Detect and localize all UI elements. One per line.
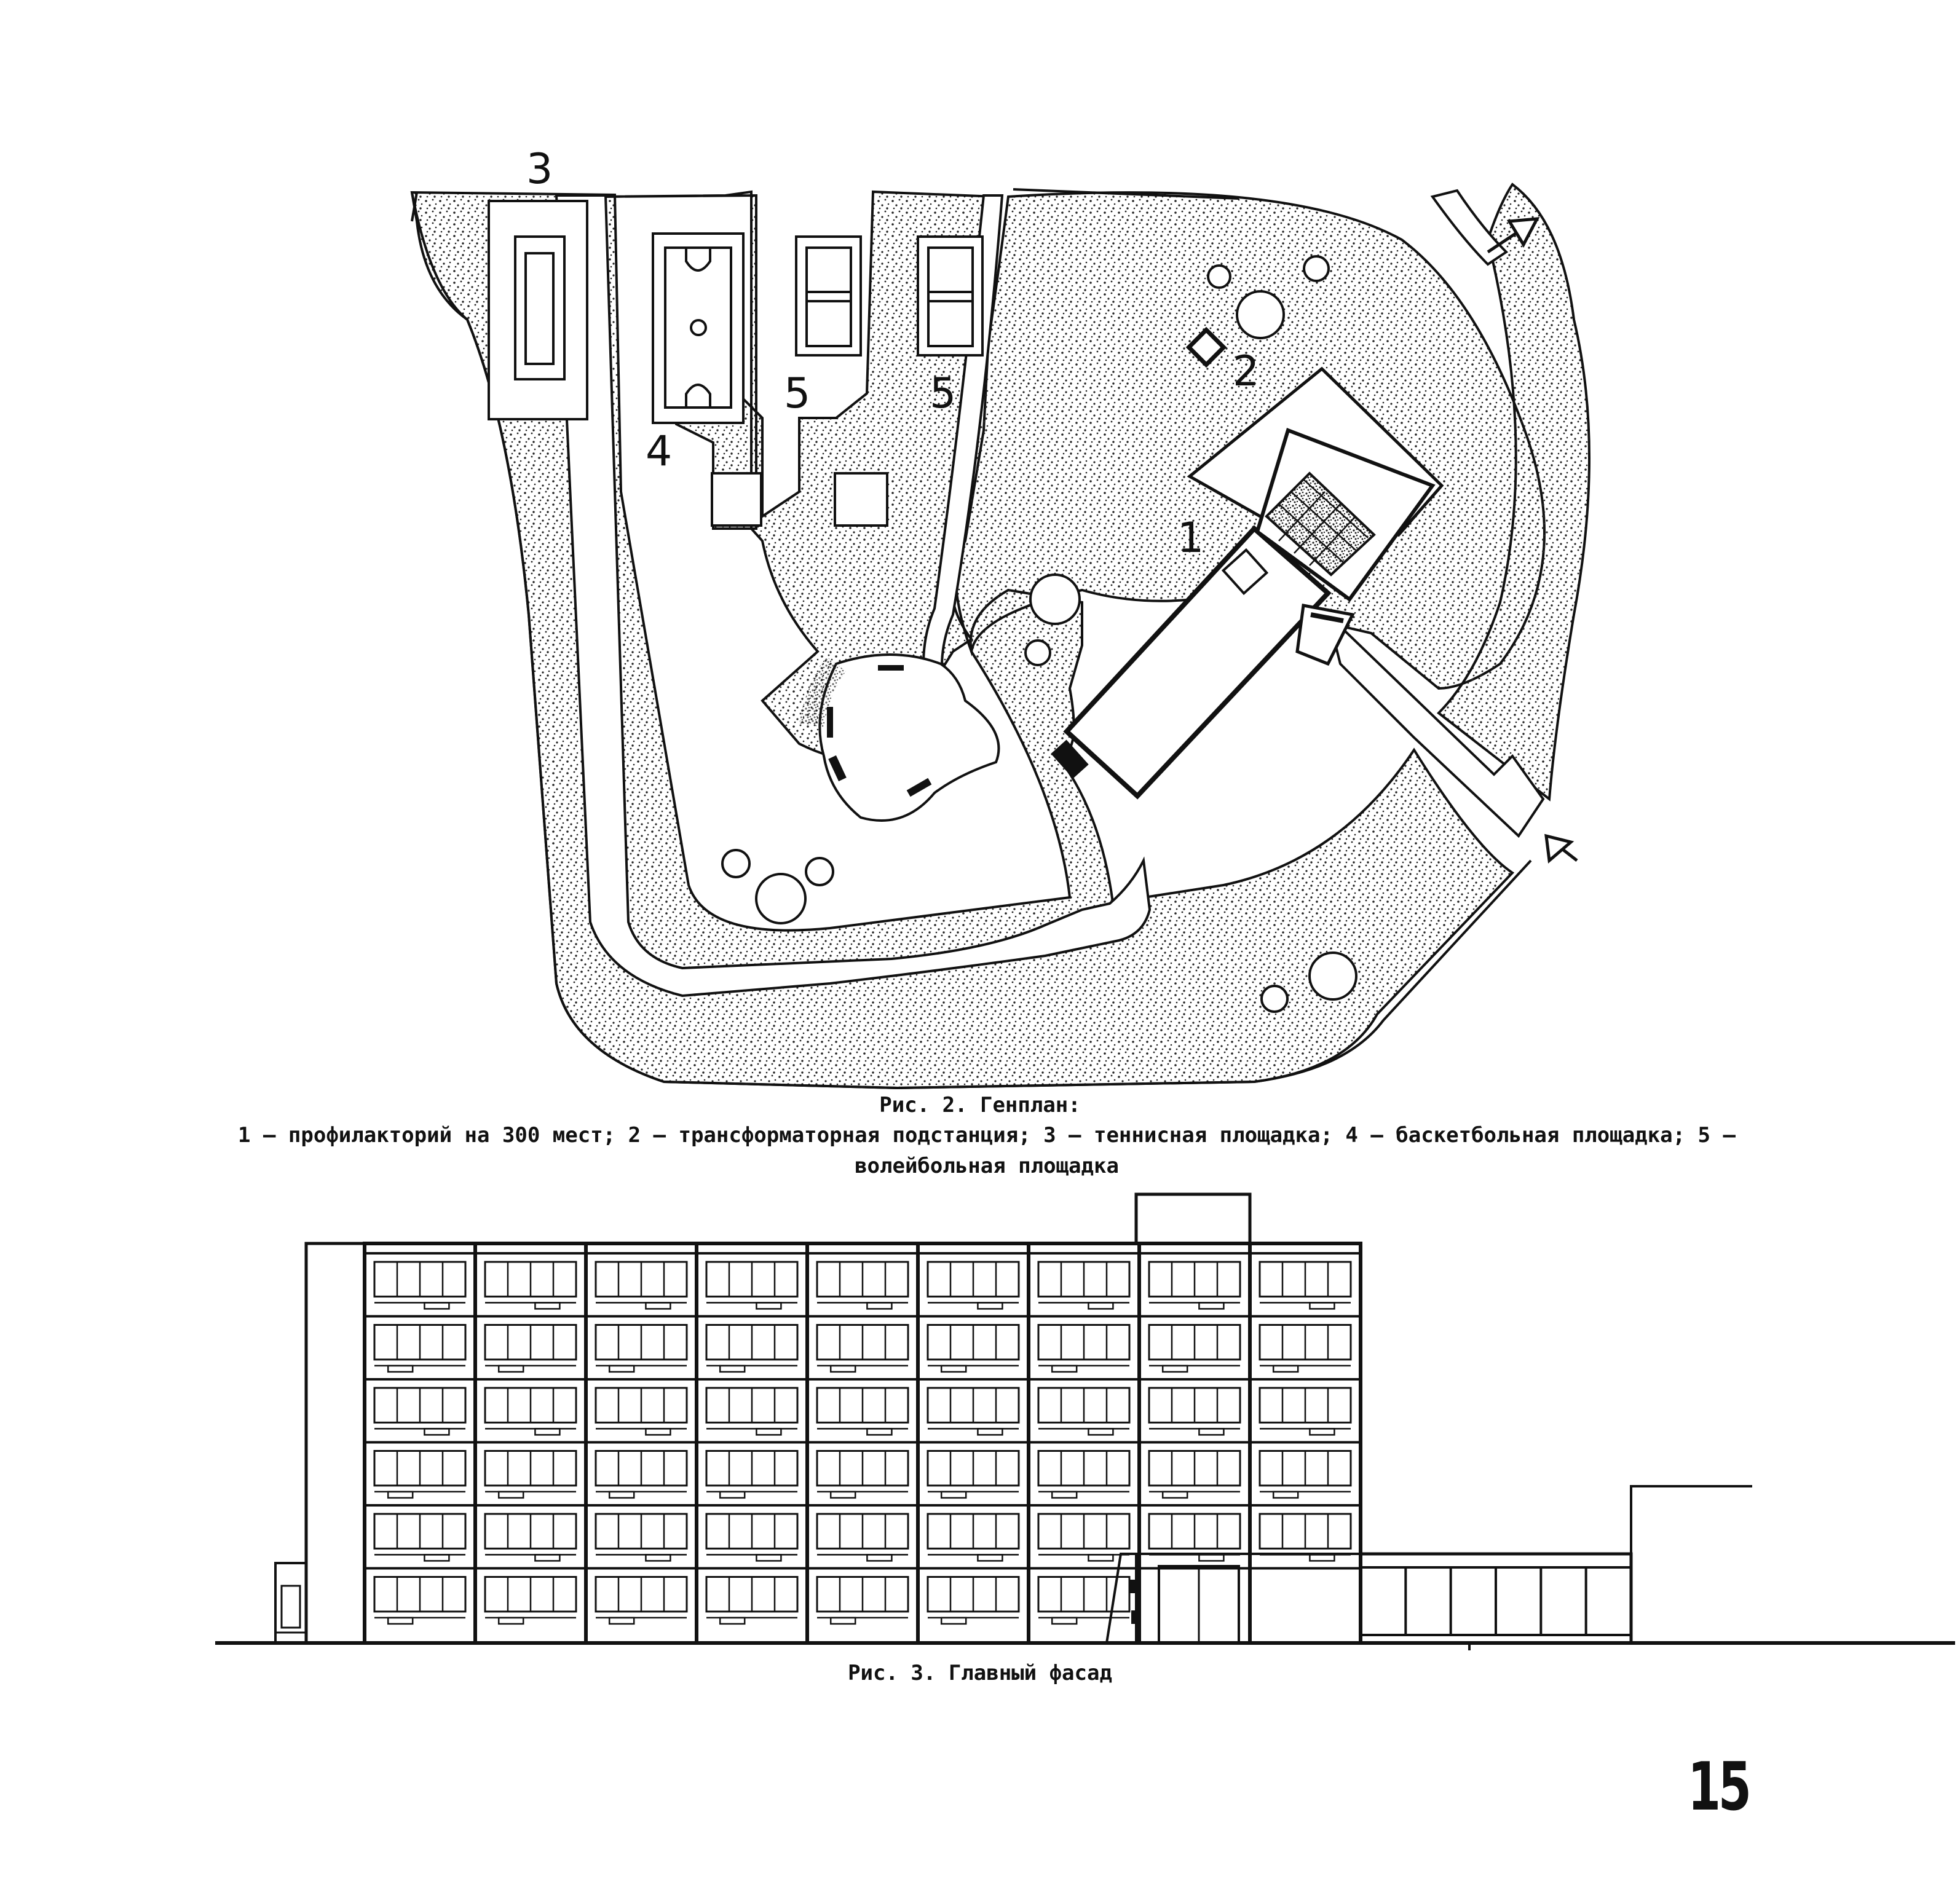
main-building (1051, 366, 1444, 800)
annex-glazing (1404, 1567, 1587, 1635)
page-number: 15 (1688, 1749, 1752, 1826)
label-basketball-court: 4 (646, 427, 672, 476)
entry-arrow-north (1487, 217, 1540, 254)
outer-boundary (411, 192, 1532, 1090)
label-tennis-court: 3 (526, 145, 553, 194)
figure-3-caption: Рис. 3. Главный фасад (848, 1661, 1112, 1685)
label-volleyball-court-b: 5 (930, 369, 956, 418)
figure-2-title: Рис. 2. Генплан: (879, 1093, 1081, 1117)
volleyball-court-b (917, 235, 984, 357)
main-facade (215, 1192, 1955, 1650)
label-volleyball-court-a: 5 (784, 369, 810, 418)
facade-window-grid (365, 1243, 1361, 1643)
label-substation: 2 (1233, 347, 1259, 396)
central-plaza (818, 653, 1000, 822)
trees (721, 255, 1357, 1013)
basketball-court (652, 232, 745, 424)
green-zone-east (1436, 183, 1591, 802)
entry-arrow-southeast (1544, 833, 1578, 864)
figure-2-legend: 1 – профилакторий на 300 мест; 2 – транс… (238, 1123, 1736, 1178)
site-plan: 3 4 5 5 2 1 (410, 145, 1591, 1090)
tennis-court (488, 200, 588, 420)
benches (827, 665, 932, 797)
label-main-building: 1 (1177, 514, 1204, 562)
substation (1185, 326, 1227, 368)
volleyball-court-a (795, 235, 862, 357)
